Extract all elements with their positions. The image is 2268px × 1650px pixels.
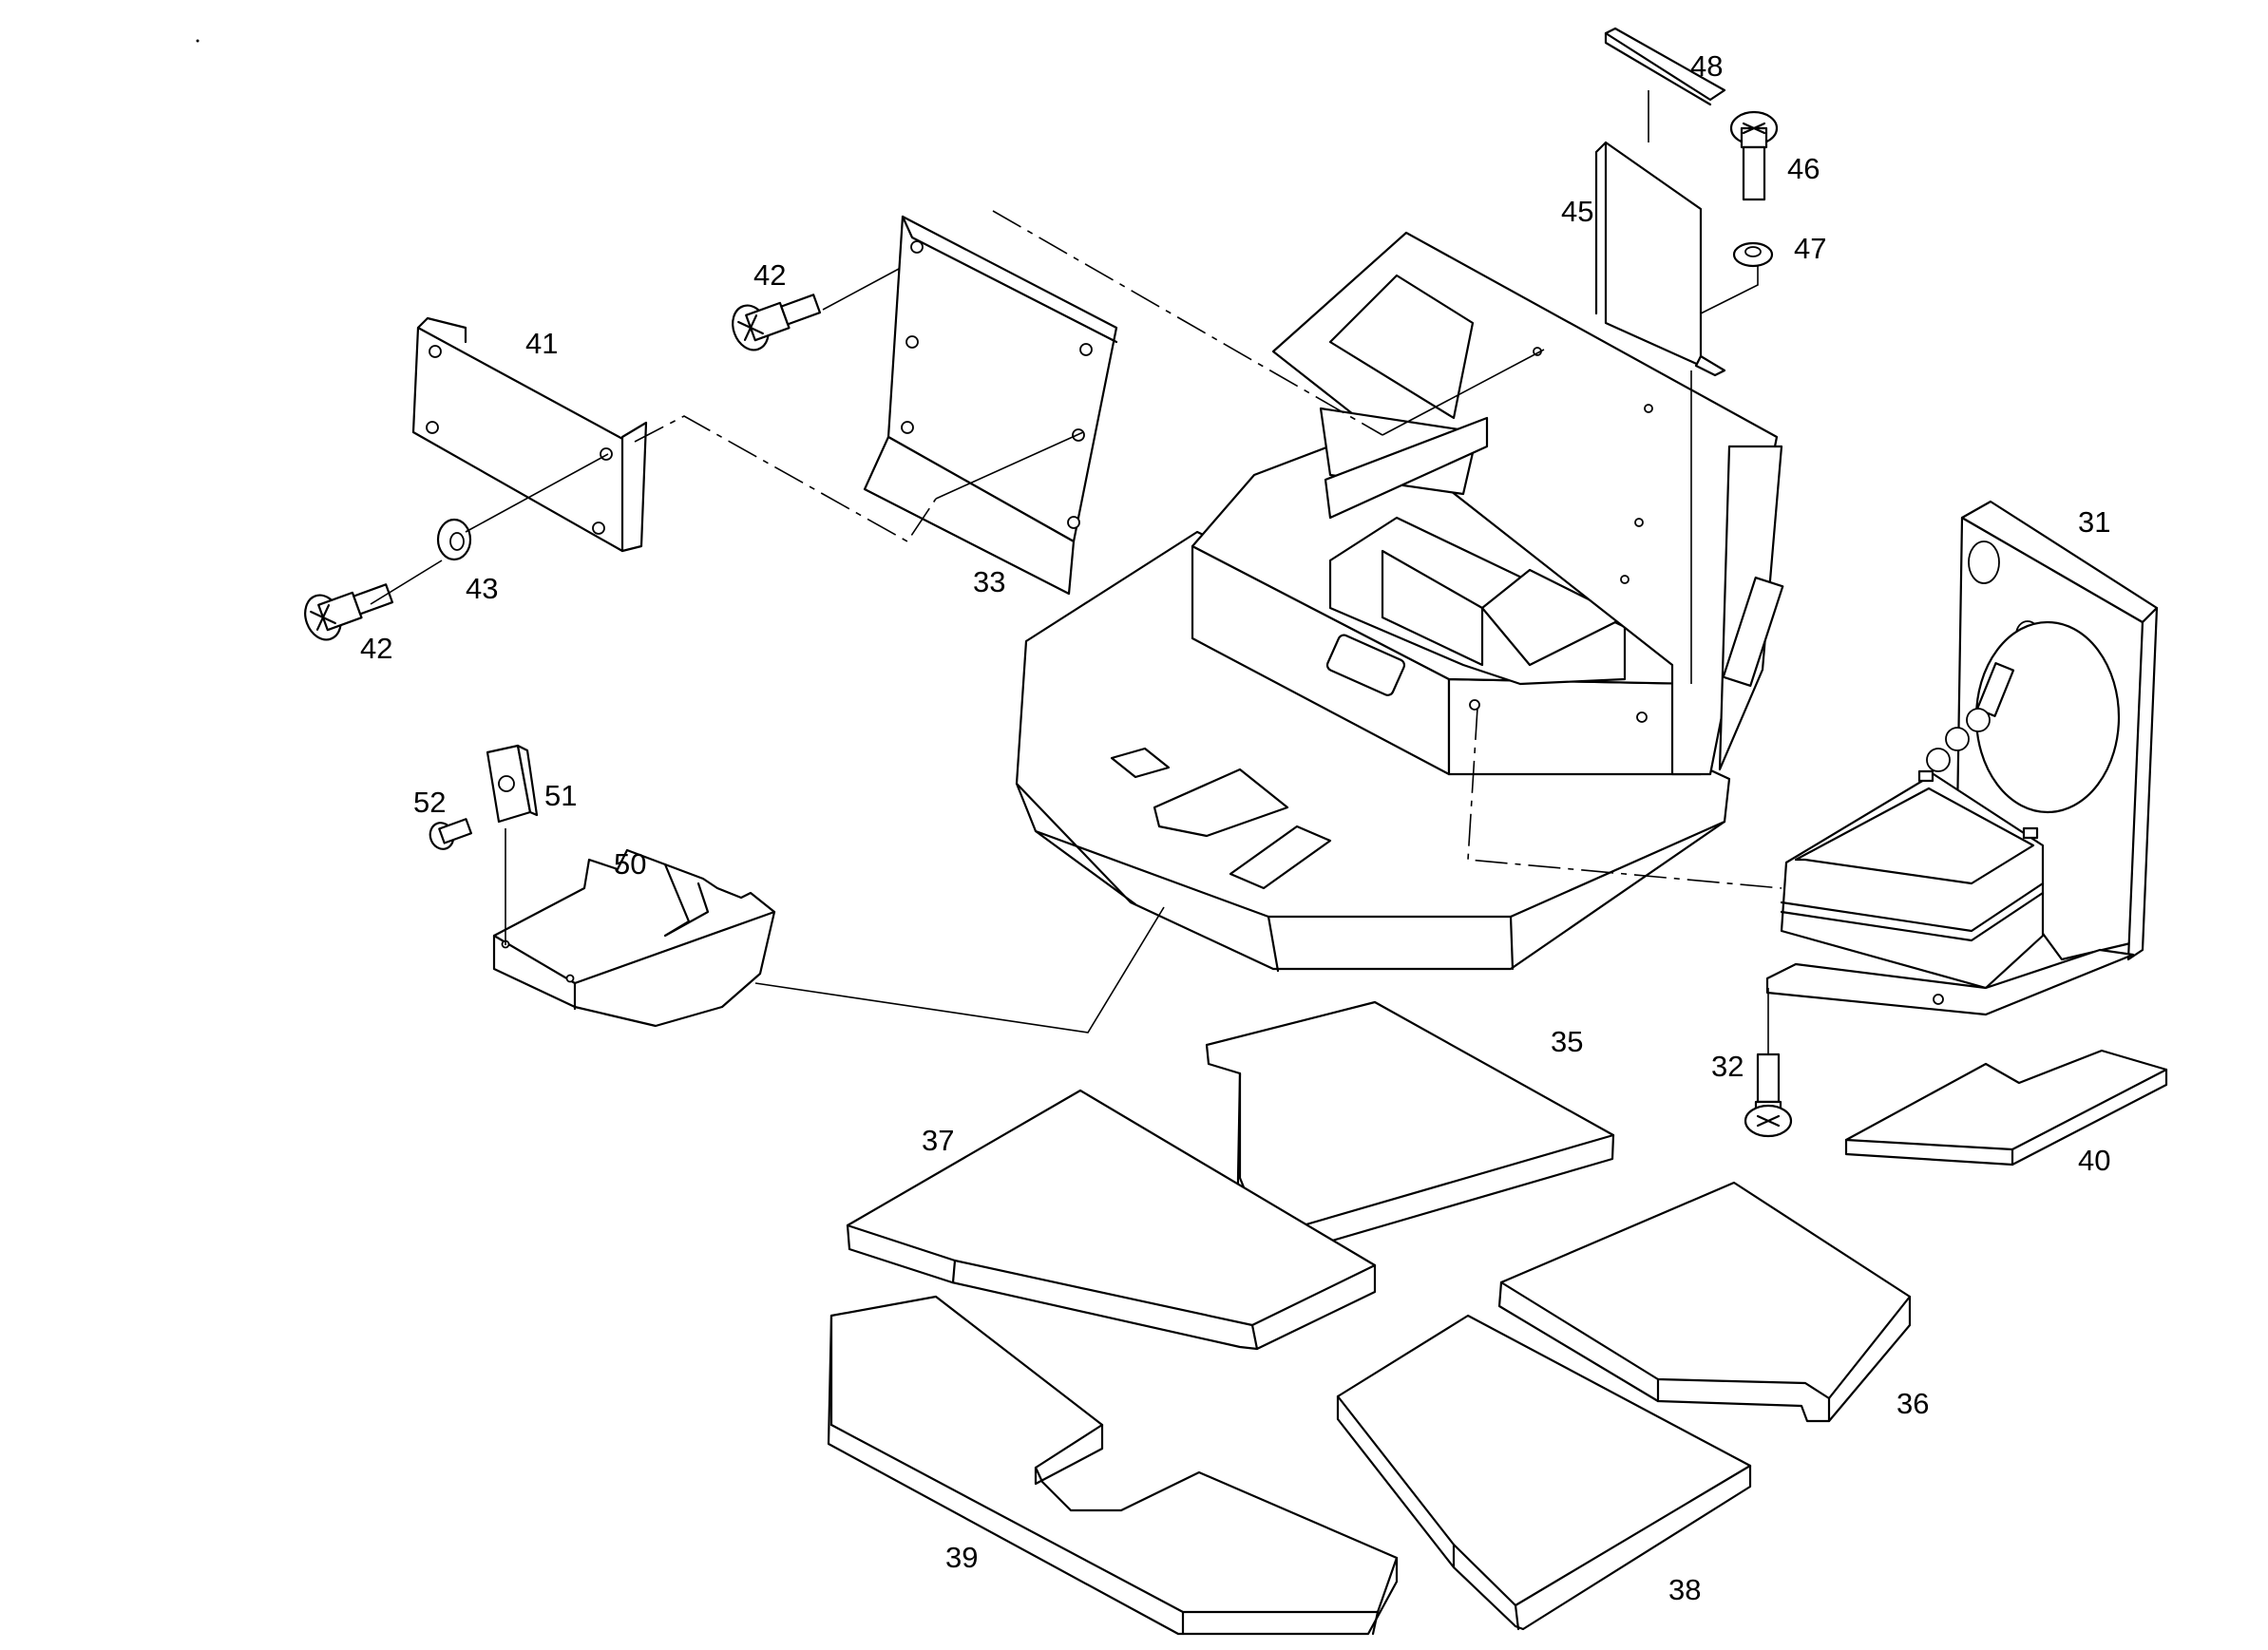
part-38-panel [1336,1314,1752,1631]
callout-31: 31 [2078,505,2110,539]
part-50-lower-cover [492,848,776,1028]
stray-dot [196,39,200,43]
callout-42-lower: 42 [360,632,392,665]
part-31-control-housing [1765,500,2159,1016]
cabinet-base-assembly [1015,231,1784,973]
callout-46: 46 [1787,152,1820,185]
callout-51: 51 [544,779,577,812]
callout-32: 32 [1711,1050,1744,1083]
spring-clip-icon [486,744,539,824]
part-33-back-plate [863,215,1118,596]
phillips-screw-icon [732,294,822,351]
part-48-trim-strip [1604,27,1726,106]
callout-47: 47 [1794,232,1826,265]
callout-52: 52 [413,786,446,819]
washer-icon [1732,241,1774,268]
callout-43: 43 [466,572,498,605]
callout-50: 50 [614,847,646,881]
part-40-panel [1844,1049,2168,1166]
assembly-lines [370,90,1782,1054]
callout-40: 40 [2078,1144,2110,1177]
callout-41: 41 [525,327,558,360]
callout-38: 38 [1668,1573,1701,1606]
part-37-panel [846,1089,1377,1351]
callout-37: 37 [922,1124,954,1157]
washer-icon [436,518,472,561]
callout-36: 36 [1896,1387,1929,1420]
phillips-screw-icon [1729,110,1779,201]
callout-35: 35 [1551,1025,1583,1058]
callout-45: 45 [1561,195,1593,228]
callout-42-upper: 42 [753,258,786,292]
part-45-side-plate [1594,141,1726,377]
phillips-screw-icon [429,818,473,850]
callout-labels: 31 32 33 35 36 37 38 39 40 41 42 42 43 4… [360,49,2110,1606]
part-39-panel [827,1295,1399,1636]
part-41-bracket [411,316,648,553]
callout-39: 39 [945,1541,978,1574]
callout-48: 48 [1690,49,1723,83]
phillips-screw-icon [1744,1053,1793,1138]
callout-33: 33 [973,565,1005,598]
part-36-panel [1497,1181,1912,1423]
